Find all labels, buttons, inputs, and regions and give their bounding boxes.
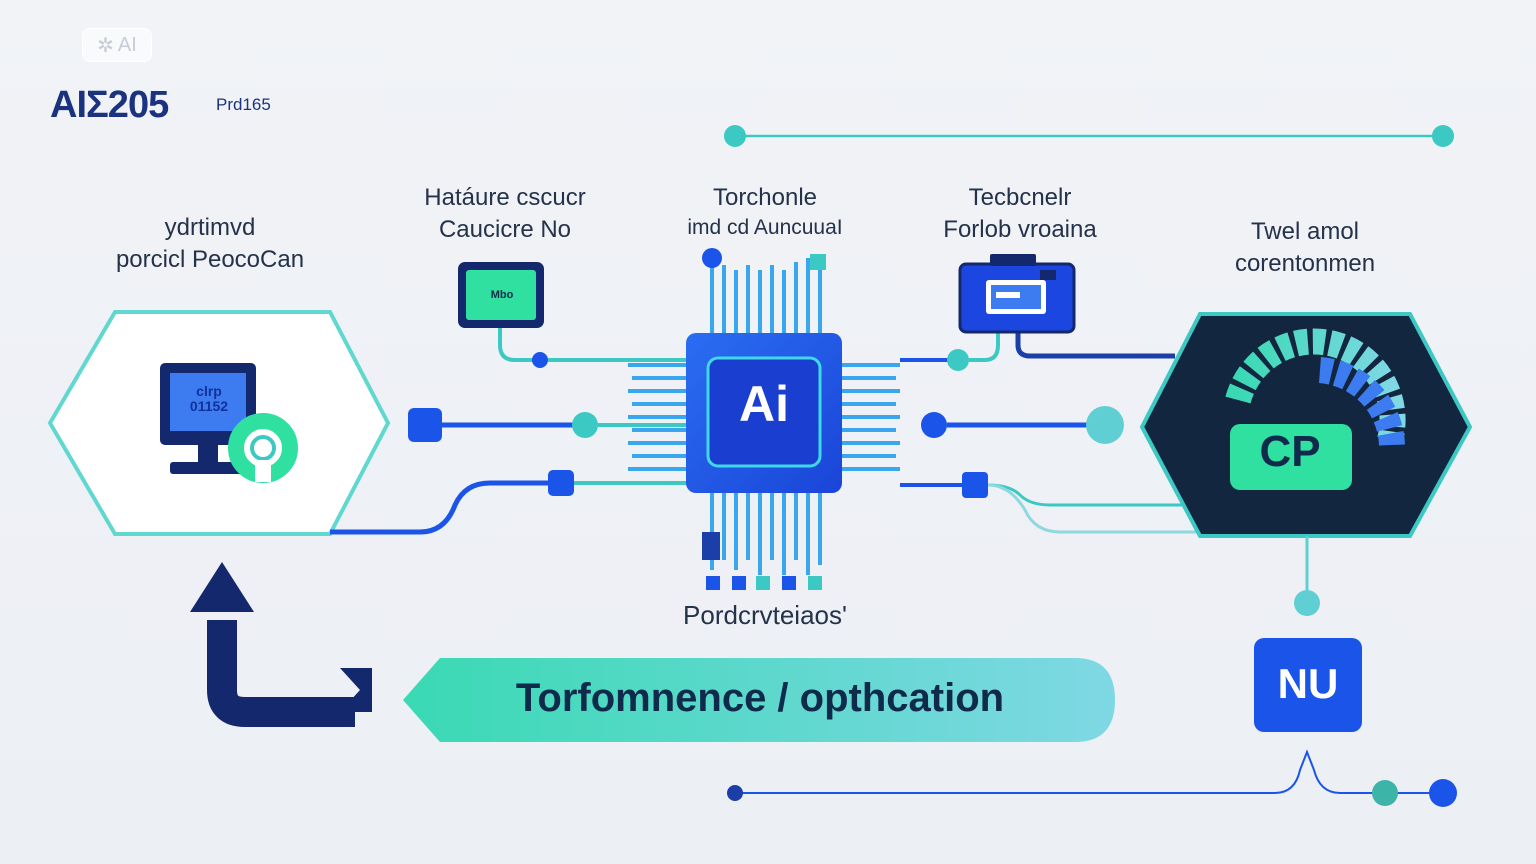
bottom-timeline <box>727 749 1457 807</box>
chip-traces-left <box>628 363 688 471</box>
gear-icon <box>228 413 298 483</box>
optimization-banner <box>403 658 1115 742</box>
right-node-label: Twel amol corentonmen <box>1200 216 1410 281</box>
screen-text: clrp 01152 <box>189 383 229 414</box>
chip-traces-right <box>840 363 900 471</box>
brand-title: AIΣ205 <box>50 84 169 126</box>
right-hexagon-node <box>1139 312 1473 538</box>
left-node-label: ydrtimvd porcicl PeocoCan <box>110 212 310 277</box>
nu-label: NU <box>1277 660 1339 707</box>
right-connections <box>900 332 1200 534</box>
top-timeline <box>724 125 1454 147</box>
left-label-line-1: ydrtimvd <box>164 214 256 241</box>
hardware-label-line-2: Caucicre No <box>438 216 572 244</box>
chip-traces-bottom <box>710 490 822 575</box>
techner-label-line-2: Forlob vroaina <box>943 216 1097 244</box>
sparkle-icon: ✲ <box>97 34 114 57</box>
chip-traces-top <box>710 258 822 335</box>
banner-text: Torfomnence / opthcation <box>515 676 1005 720</box>
ai-badge: ✲ AI <box>82 28 152 62</box>
techner-label: Tecbcnelr Forlob vroaina <box>915 182 1125 247</box>
center-label-line-1: Torchonle <box>712 184 818 211</box>
left-hexagon-node <box>47 310 391 536</box>
ai-badge-text: AI <box>117 33 137 56</box>
right-label-line-1: Twel amol <box>1250 218 1360 245</box>
nu-node <box>1254 536 1362 732</box>
ai-chip-node <box>628 248 900 590</box>
left-label-line-2: porcicl PeocoCan <box>115 246 305 274</box>
gauge-icon <box>1225 328 1406 490</box>
mini-chip-node <box>458 262 544 328</box>
processing-label: Pordcrvteiaos' <box>683 600 847 630</box>
monitor-icon <box>160 363 256 474</box>
center-label-line-2: imd cd AuncuuaI <box>687 216 843 240</box>
hardware-label: Hatáure cscucr Caucicre No <box>390 182 620 247</box>
hardware-label-line-1: Hatáure cscucr <box>424 184 586 211</box>
gauge-label: CP <box>1259 427 1321 476</box>
device-node <box>958 254 1076 334</box>
ai-chip-label: Ai <box>739 376 789 432</box>
left-connections <box>330 325 700 535</box>
center-label: Torchonle imd cd AuncuuaI <box>655 182 875 243</box>
mini-chip-text: Mbo <box>490 289 514 301</box>
brand-subtitle: Prd165 <box>216 95 271 114</box>
right-label-line-2: corentonmen <box>1234 250 1376 278</box>
techner-label-line-1: Tecbcnelr <box>968 184 1072 211</box>
return-arrow-icon <box>190 562 372 727</box>
